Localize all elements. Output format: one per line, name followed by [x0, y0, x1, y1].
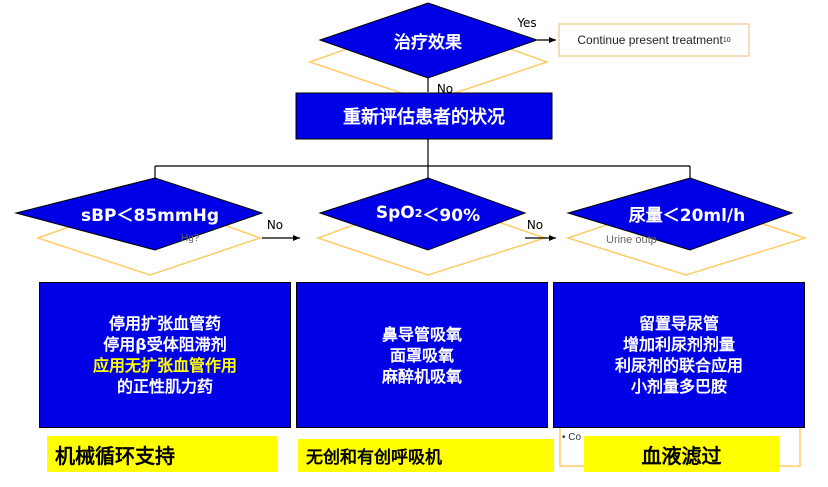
support-bar-hemofiltration: 血液滤过 [584, 436, 779, 472]
ghost-text-bullet: • Co [562, 432, 582, 443]
reassess-rect [295, 92, 553, 140]
yes-label: Yes [517, 16, 537, 30]
decision-diamond-urine [566, 177, 794, 251]
continue-treatment-text: Continue present treatment [577, 33, 723, 47]
support-bar-mechanical: 机械循环支持 [47, 436, 277, 472]
action-line: 面罩吸氧 [389, 345, 454, 365]
no-label-top: No [436, 82, 454, 96]
action-box-urine: 留置导尿管 增加利尿剂剂量 利尿剂的联合应用 小剂量多巴胺 [553, 282, 805, 428]
reassess-label: 重新评估患者的状况 [343, 107, 505, 128]
decision-label-sbp: sBP＜85mmHg [80, 205, 220, 226]
spo2-sub: 2 [414, 206, 423, 220]
spo2-after: ＜90% [422, 205, 481, 226]
support-bar-ventilation: 无创和有创呼吸机 [298, 439, 554, 472]
action-line: 的正性肌力药 [116, 377, 213, 396]
spo2-main: SpO [375, 203, 415, 223]
action-box-circulation: 停用扩张血管药 停用β受体阻滞剂 应用无扩张血管作用 的正性肌力药 [39, 282, 291, 428]
action-line: 留置导尿管 [638, 314, 719, 333]
action-line: 麻醉机吸氧 [381, 366, 462, 386]
action-box-oxygen: 鼻导管吸氧 面罩吸氧 麻醉机吸氧 [296, 282, 548, 428]
continue-box-border [558, 23, 750, 57]
decision-label-urine: 尿量＜20ml/h [628, 205, 746, 226]
action-line: 利尿剂的联合应用 [614, 356, 743, 375]
action-line-highlight: 应用无扩张血管作用 [92, 356, 237, 375]
decision-label-treatment-effect: 治疗效果 [394, 32, 462, 53]
action-line: 停用β受体阻滞剂 [103, 335, 227, 354]
no-label-sbp: No [266, 218, 284, 232]
ghost-text-urine: Urine outp [606, 234, 657, 246]
no-label-spo2: No [526, 218, 544, 232]
decision-diamond-spo2 [318, 177, 527, 251]
action-line: 停用扩张血管药 [108, 314, 221, 333]
action-line: 增加利尿剂剂量 [622, 335, 735, 354]
continue-treatment-superscript: 10 [722, 36, 731, 44]
action-line: 小剂量多巴胺 [630, 377, 727, 396]
ghost-text-sbp: Hg? [181, 233, 200, 244]
action-line: 鼻导管吸氧 [381, 324, 462, 344]
decision-diamond-sbp [14, 177, 264, 251]
